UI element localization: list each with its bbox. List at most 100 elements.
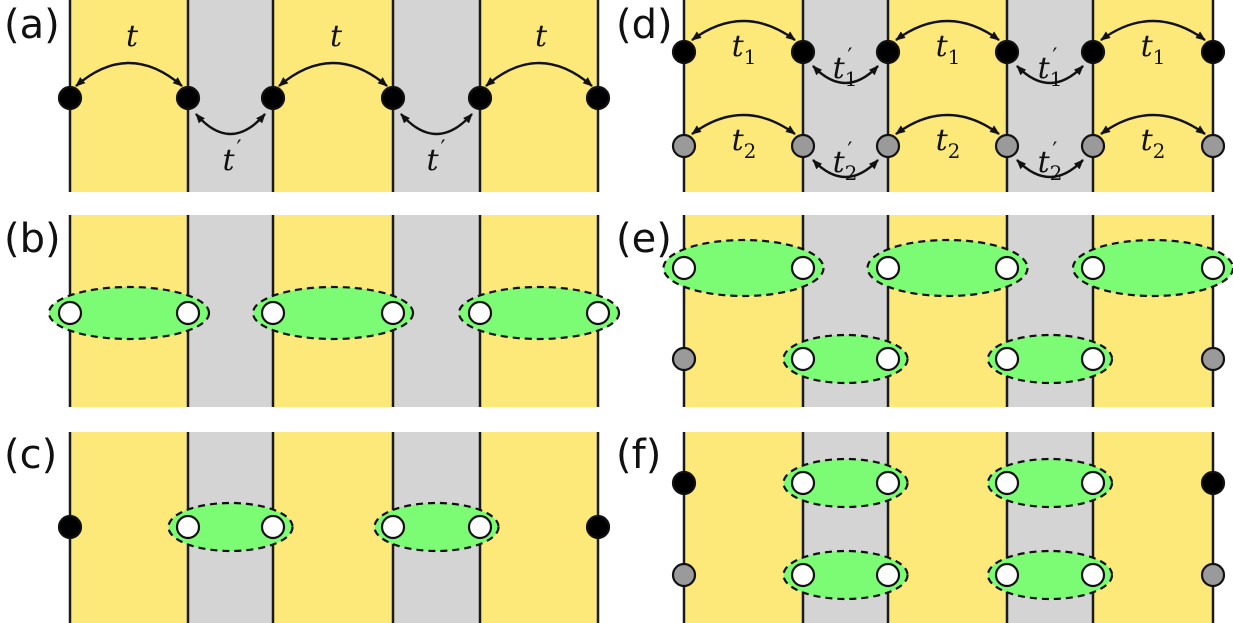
dimer-bond bbox=[986, 549, 1114, 601]
black-site bbox=[260, 85, 286, 111]
hopping-label: t2 bbox=[1141, 123, 1166, 163]
black-site bbox=[57, 514, 83, 540]
hopping-label: t1 bbox=[732, 29, 757, 69]
hopping-arrow bbox=[895, 19, 1000, 41]
hopping-arrow bbox=[1016, 159, 1084, 179]
black-site bbox=[467, 85, 493, 111]
empty-site bbox=[994, 470, 1020, 496]
empty-site bbox=[875, 346, 901, 372]
black-site bbox=[57, 85, 83, 111]
empty-site bbox=[57, 300, 83, 326]
empty-site bbox=[175, 514, 201, 540]
hopping-label: t bbox=[330, 19, 343, 54]
gray-site bbox=[994, 133, 1020, 159]
black-site bbox=[1200, 39, 1226, 65]
band-yellow-d bbox=[684, 0, 1213, 192]
empty-site bbox=[380, 514, 406, 540]
panel-label: (c) bbox=[4, 432, 57, 478]
band-gray-a bbox=[393, 0, 480, 192]
hopping-label: t′ bbox=[426, 137, 445, 178]
hopping-label: t1′ bbox=[1038, 45, 1063, 91]
empty-site bbox=[875, 255, 901, 281]
empty-site bbox=[790, 346, 816, 372]
hopping-arrow bbox=[278, 61, 388, 87]
empty-site bbox=[790, 470, 816, 496]
dimer-bond bbox=[47, 285, 211, 341]
black-site bbox=[671, 470, 697, 496]
dimer-bond bbox=[782, 549, 909, 601]
dimer-bond bbox=[1071, 238, 1233, 298]
hopping-arrow bbox=[1100, 19, 1206, 41]
empty-site bbox=[875, 470, 901, 496]
gray-site bbox=[875, 133, 901, 159]
black-site bbox=[875, 39, 901, 65]
hopping-label: t1 bbox=[936, 29, 961, 69]
dimer-bond bbox=[373, 501, 500, 553]
hopping-arrow bbox=[75, 61, 183, 87]
empty-site bbox=[1080, 562, 1106, 588]
hopping-arrow bbox=[195, 113, 266, 136]
panel-label: (a) bbox=[4, 2, 60, 48]
empty-site bbox=[467, 300, 493, 326]
dimer-bond bbox=[167, 501, 294, 553]
hopping-arrow bbox=[485, 61, 593, 87]
hopping-label: t bbox=[126, 19, 139, 54]
empty-site bbox=[1080, 255, 1106, 281]
hopping-arrow bbox=[400, 113, 473, 136]
hopping-label: t bbox=[535, 19, 548, 54]
panel-label: (b) bbox=[4, 216, 61, 262]
hopping-label: t2′ bbox=[1038, 139, 1063, 185]
empty-site bbox=[380, 300, 406, 326]
empty-site bbox=[585, 300, 611, 326]
dimer-bond bbox=[662, 238, 825, 298]
band-yellow-a bbox=[70, 0, 598, 192]
hopping-arrow bbox=[812, 159, 879, 179]
hopping-label: t2 bbox=[732, 123, 757, 163]
hopping-arrow bbox=[1100, 113, 1206, 135]
black-site bbox=[671, 39, 697, 65]
panel-label: (e) bbox=[616, 216, 672, 262]
black-site bbox=[175, 85, 201, 111]
empty-site bbox=[790, 562, 816, 588]
hopping-arrow bbox=[1016, 65, 1084, 85]
black-site bbox=[380, 85, 406, 111]
hopping-arrow bbox=[812, 65, 879, 85]
empty-site bbox=[1080, 470, 1106, 496]
hopping-arrow bbox=[691, 19, 796, 41]
empty-site bbox=[260, 300, 286, 326]
empty-site bbox=[790, 255, 816, 281]
dimer-bond bbox=[986, 333, 1114, 385]
panel-label: (d) bbox=[616, 2, 673, 48]
band-yellow-f bbox=[684, 432, 1213, 623]
gray-site bbox=[790, 133, 816, 159]
black-site bbox=[585, 85, 611, 111]
hopping-label: t2′ bbox=[833, 139, 858, 185]
hopping-arrow bbox=[895, 113, 1000, 135]
black-site bbox=[994, 39, 1020, 65]
black-site bbox=[790, 39, 816, 65]
dimer-bond bbox=[782, 457, 909, 509]
gray-site bbox=[671, 133, 697, 159]
empty-site bbox=[467, 514, 493, 540]
dimer-bond bbox=[866, 238, 1029, 298]
gray-site bbox=[671, 562, 697, 588]
hopping-arrow bbox=[691, 113, 796, 135]
empty-site bbox=[175, 300, 201, 326]
gray-site bbox=[1200, 346, 1226, 372]
empty-site bbox=[671, 255, 697, 281]
black-site bbox=[585, 514, 611, 540]
hopping-label: t1′ bbox=[833, 45, 858, 91]
gray-site bbox=[1200, 562, 1226, 588]
black-site bbox=[1080, 39, 1106, 65]
hopping-label: t2 bbox=[936, 123, 961, 163]
dimer-bond bbox=[986, 457, 1114, 509]
dimer-bond bbox=[251, 285, 415, 341]
empty-site bbox=[994, 346, 1020, 372]
gray-site bbox=[671, 346, 697, 372]
empty-site bbox=[260, 514, 286, 540]
gray-site bbox=[1080, 133, 1106, 159]
hopping-label: t′ bbox=[222, 137, 241, 178]
empty-site bbox=[875, 562, 901, 588]
band-yellow-c bbox=[70, 432, 598, 623]
